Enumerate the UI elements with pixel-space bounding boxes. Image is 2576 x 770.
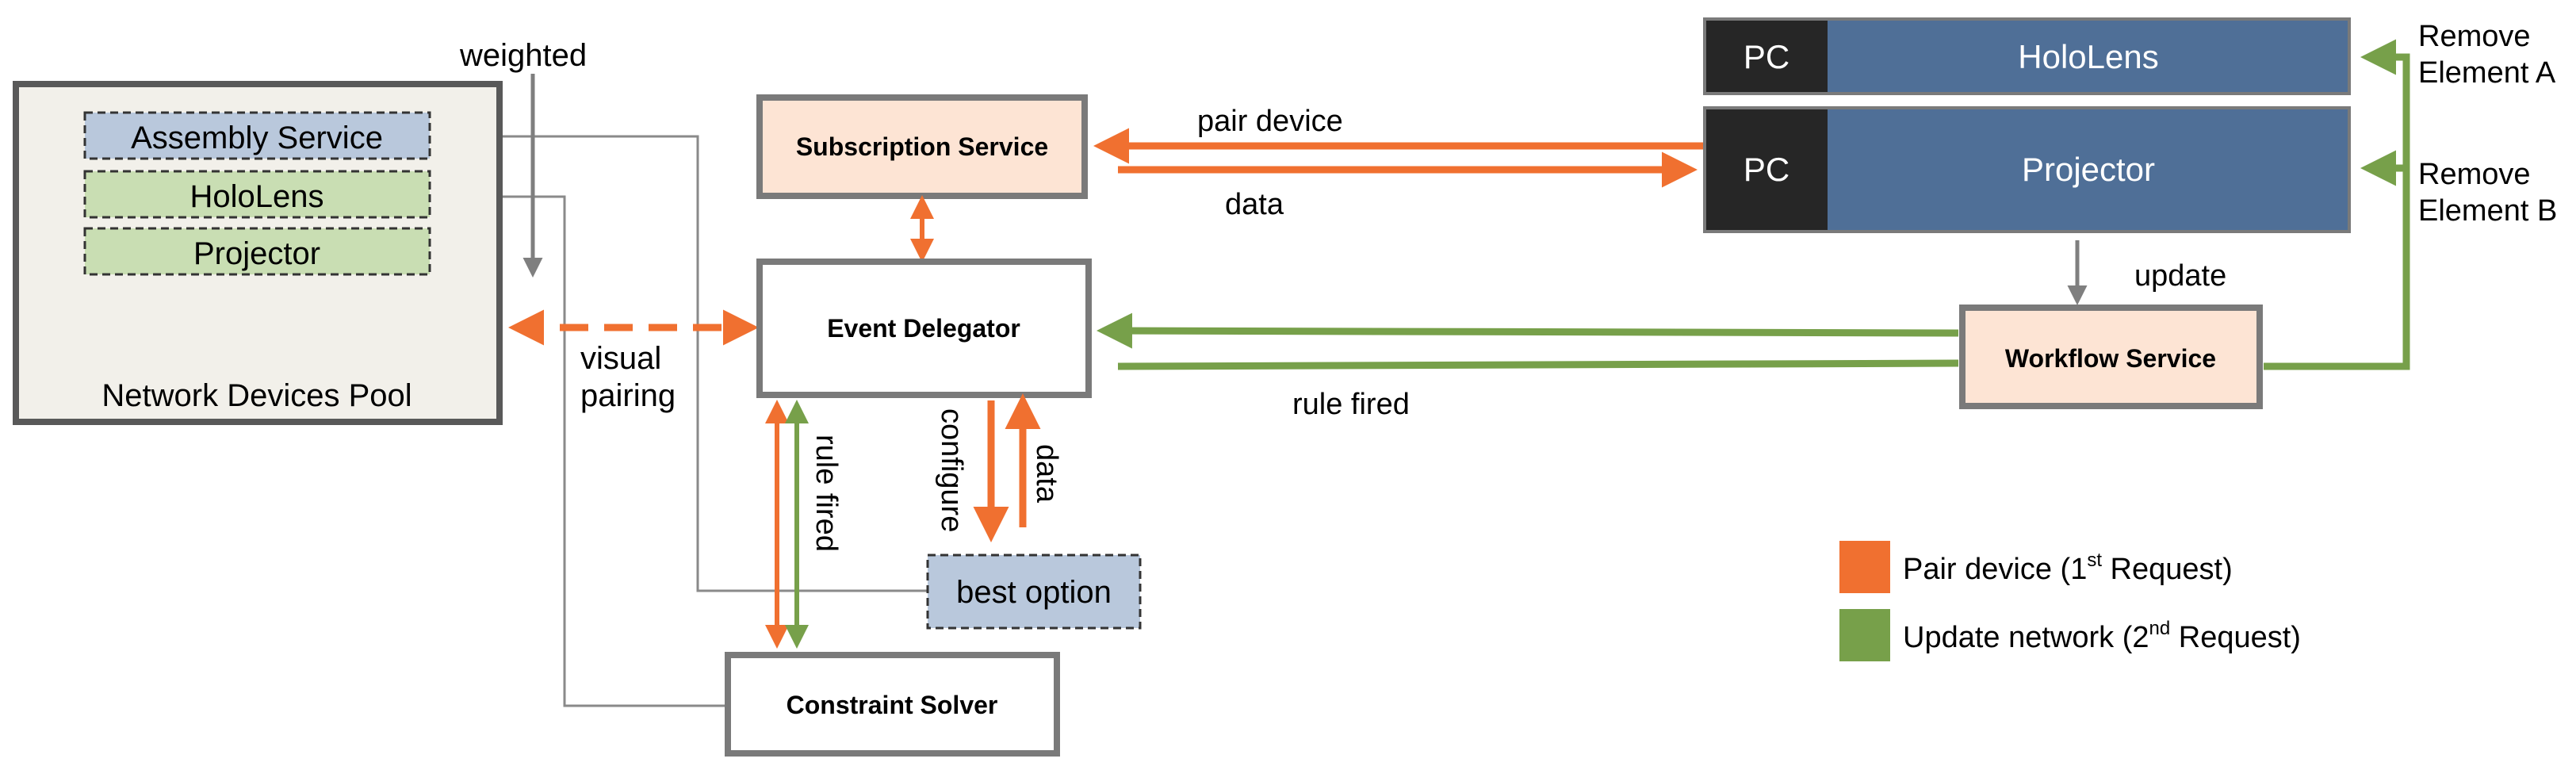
pool-item-projector-label: Projector <box>193 236 320 271</box>
data-label-top: data <box>1225 188 1284 221</box>
workflow-service-label: Workflow Service <box>2005 344 2216 373</box>
device-projector-name: Projector <box>2022 151 2155 188</box>
network-devices-pool: Assembly Service HoloLens Projector Netw… <box>13 81 503 425</box>
legend-label-update-network: Update network (2nd Request) <box>1903 618 2301 654</box>
pair-device-label: pair device <box>1197 105 1343 138</box>
remove-b-line1: Remove <box>2418 158 2531 191</box>
device-hololens-name: HoloLens <box>2018 38 2158 75</box>
legend-swatch-update-network <box>1839 609 1890 661</box>
visual-label: visual <box>580 341 661 376</box>
legend: Pair device (1st Request) Update network… <box>1839 541 2301 661</box>
pool-item-hololens-label: HoloLens <box>189 179 323 214</box>
best-option[interactable]: best option <box>926 554 1142 630</box>
workflow-to-delegator-arrow <box>1097 312 1959 349</box>
constraint-solver-label: Constraint Solver <box>787 691 998 719</box>
legend-label-pair-device: Pair device (1st Request) <box>1903 550 2233 586</box>
rule-fired-line <box>1117 359 1959 370</box>
subscription-service-label: Subscription Service <box>796 132 1048 161</box>
remove-a-line1: Remove <box>2418 20 2531 53</box>
rule-fired-label-h: rule fired <box>1292 388 1410 421</box>
update-label: update <box>2134 259 2226 293</box>
event-delegator-label: Event Delegator <box>827 314 1020 343</box>
device-hololens-pc-label: PC <box>1743 38 1789 75</box>
pairing-label: pairing <box>580 378 676 413</box>
device-projector[interactable]: PC Projector <box>1703 106 2351 233</box>
pool-item-assembly-service[interactable] <box>83 111 431 160</box>
remove-element-arrows <box>2264 39 2410 370</box>
configure-label: configure <box>935 408 968 532</box>
weighted-label: weighted <box>459 38 587 73</box>
workflow-service[interactable]: Workflow Service <box>1959 305 2263 409</box>
pool-item-projector[interactable] <box>83 227 431 276</box>
device-hololens[interactable]: PC HoloLens <box>1703 17 2351 95</box>
pool-title: Network Devices Pool <box>101 378 411 413</box>
gray-connectors <box>432 135 928 707</box>
constraint-solver[interactable]: Constraint Solver <box>725 652 1060 757</box>
legend-swatch-pair-device <box>1839 541 1890 593</box>
pool-item-hololens[interactable] <box>83 170 431 219</box>
data-label-vertical: data <box>1030 444 1063 504</box>
pool-item-assembly-service-label: Assembly Service <box>131 121 383 155</box>
assembly-to-best-option-line <box>432 135 928 592</box>
event-delegator[interactable]: Event Delegator <box>756 259 1092 398</box>
best-option-label: best option <box>956 575 1112 610</box>
subscription-service[interactable]: Subscription Service <box>756 94 1088 199</box>
device-projector-pc-label: PC <box>1743 151 1789 188</box>
remove-b-line2: Element B <box>2418 194 2557 228</box>
remove-a-line2: Element A <box>2418 56 2556 90</box>
rule-fired-label-v: rule fired <box>810 435 843 552</box>
